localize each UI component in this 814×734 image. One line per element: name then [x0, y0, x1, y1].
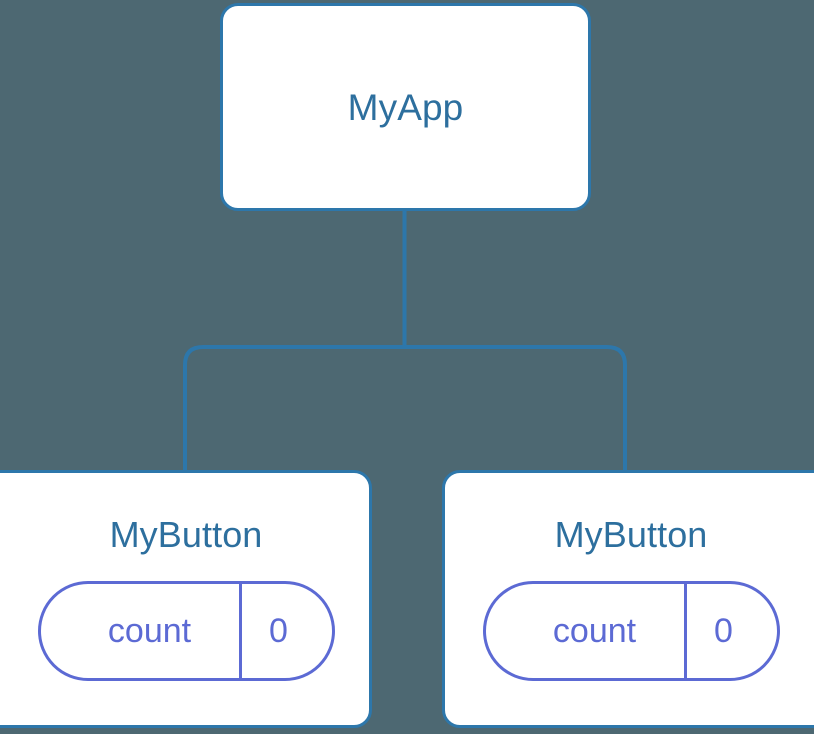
- state-divider: [683, 584, 687, 678]
- tree-node-root[interactable]: MyApp: [220, 3, 591, 211]
- node-label-mybutton: MyButton: [109, 514, 263, 555]
- tree-node-mybutton-0[interactable]: MyButton count 0: [0, 470, 372, 728]
- node-label-myapp: MyApp: [347, 86, 464, 128]
- connector-branch-right: [404, 345, 627, 472]
- connector-branch-left: [183, 345, 405, 472]
- node-content: MyButton count 0: [0, 517, 379, 681]
- node-label-mybutton: MyButton: [554, 514, 708, 555]
- tree-node-mybutton-1[interactable]: MyButton count 0: [442, 470, 814, 728]
- state-pill-count[interactable]: count 0: [482, 581, 780, 681]
- state-key-label: count: [552, 612, 637, 650]
- state-value-label: 0: [714, 612, 733, 650]
- state-pill-count[interactable]: count 0: [37, 581, 335, 681]
- state-value-label: 0: [269, 612, 288, 650]
- node-content: MyButton count 0: [438, 517, 814, 681]
- state-divider: [238, 584, 242, 678]
- state-key-label: count: [107, 612, 192, 650]
